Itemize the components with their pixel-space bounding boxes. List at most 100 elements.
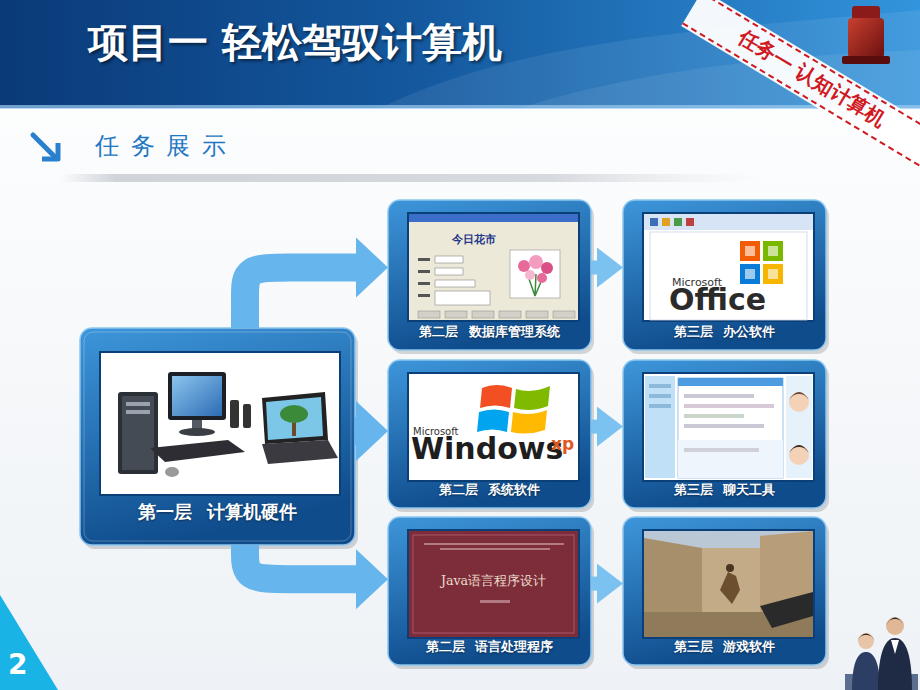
box-frames (388, 200, 591, 350)
chat-tool-screenshot (684, 414, 744, 418)
logo-text: Office (669, 285, 766, 315)
chat-tool-screenshot (678, 378, 783, 386)
box-frames (623, 517, 826, 665)
chat-tool-screenshot (789, 392, 809, 412)
layer-box: MicrosoftWindowsxp第二层 系统软件 (388, 360, 591, 508)
chat-tool-screenshot (678, 440, 783, 478)
office-screenshot (740, 264, 760, 284)
box-caption: 第二层 系统软件 (388, 482, 591, 497)
database-screenshot (541, 262, 553, 274)
box-caption: 第三层 办公软件 (623, 324, 826, 339)
database-screenshot (418, 282, 430, 285)
logo-text: Windows (411, 434, 563, 464)
database-screenshot (418, 258, 430, 261)
box-frames (100, 352, 340, 495)
computer-hardware-picture (172, 376, 222, 416)
database-screenshot (499, 311, 521, 318)
step-arrow (591, 577, 597, 591)
database-screenshot (418, 311, 440, 318)
office-screenshot (662, 218, 670, 226)
java-book-cover (440, 548, 550, 550)
layer-box: 第一层 计算机硬件 (80, 328, 355, 545)
box-frames (643, 530, 814, 638)
box-frames (80, 200, 829, 669)
database-screenshot (435, 268, 463, 275)
logo-text: xp (551, 436, 574, 453)
database-screenshot (526, 311, 548, 318)
computer-hardware-picture (262, 392, 328, 444)
layer-box: MicrosoftOffice第三层 办公软件 (623, 200, 826, 350)
chat-tool-screenshot (684, 424, 764, 428)
chat-tool-screenshot (678, 378, 783, 478)
office-screenshot (740, 241, 760, 261)
computer-hardware-picture (118, 392, 158, 474)
computer-hardware-picture (179, 428, 215, 436)
game-screenshot (760, 592, 813, 628)
stamp-seal (848, 18, 884, 58)
section-arrow-icon (42, 143, 58, 159)
section-arrow-icon (33, 135, 58, 159)
step-arrow (591, 261, 597, 275)
office-screenshot (650, 232, 807, 320)
office-screenshot (745, 246, 755, 256)
chat-tool-screenshot (684, 404, 774, 408)
box-frames (80, 328, 355, 545)
game-screenshot (644, 531, 813, 637)
stamp-seal (842, 6, 890, 64)
box-frames (643, 213, 814, 321)
box-frames (408, 373, 579, 481)
database-screenshot (409, 214, 578, 320)
section-heading: 任 务 展 示 (95, 132, 228, 161)
database-screenshot (529, 255, 543, 269)
business-people-picture (857, 634, 875, 642)
stamp-seal (852, 6, 880, 20)
chat-tool-screenshot (645, 376, 812, 478)
business-people-picture (886, 618, 904, 626)
chat-tool-screenshot (684, 394, 754, 398)
office-screenshot (650, 218, 658, 226)
business-people-picture (858, 633, 874, 649)
office-screenshot (644, 214, 813, 230)
computer-hardware-picture (168, 372, 226, 420)
windows-flag-logo (514, 386, 550, 410)
box-frames (388, 517, 591, 665)
stamp-band (681, 0, 920, 170)
screenshot-title: 今日花市 (414, 234, 534, 247)
office-screenshot (768, 246, 778, 256)
game-screenshot (644, 531, 813, 637)
computer-hardware-picture (150, 440, 245, 462)
windows-flag-logo (480, 385, 512, 408)
database-screenshot (418, 270, 430, 273)
layer-arrow (245, 268, 356, 329)
stamp-band (683, 23, 920, 167)
database-screenshot (553, 311, 575, 318)
layer-arrow (245, 545, 356, 579)
database-screenshot (445, 311, 467, 318)
layer-box: 第三层 游戏软件 (623, 517, 826, 665)
chat-tool-screenshot (649, 404, 671, 408)
database-screenshot (472, 311, 494, 318)
office-screenshot (763, 264, 783, 284)
chat-tool-screenshot (649, 384, 671, 388)
business-people-picture (845, 617, 918, 690)
box-caption: 第二层 数据库管理系统 (388, 324, 591, 339)
database-screenshot (510, 250, 560, 298)
java-book-cover (409, 531, 578, 637)
game-screenshot (720, 572, 740, 604)
office-screenshot (674, 218, 682, 226)
windows-flag-logo (511, 410, 547, 434)
page-number: 2 (8, 648, 27, 682)
office-screenshot (763, 241, 783, 261)
database-screenshot (518, 260, 530, 272)
step-arrow (591, 420, 597, 434)
office-screenshot (686, 218, 694, 226)
box-frames (643, 373, 814, 481)
layer-box: 今日花市第二层 数据库管理系统 (388, 200, 591, 350)
office-screenshot (745, 269, 755, 279)
database-screenshot (435, 291, 490, 305)
book-title: Java语言程序设计 (408, 573, 579, 588)
computer-hardware-picture (280, 405, 308, 423)
